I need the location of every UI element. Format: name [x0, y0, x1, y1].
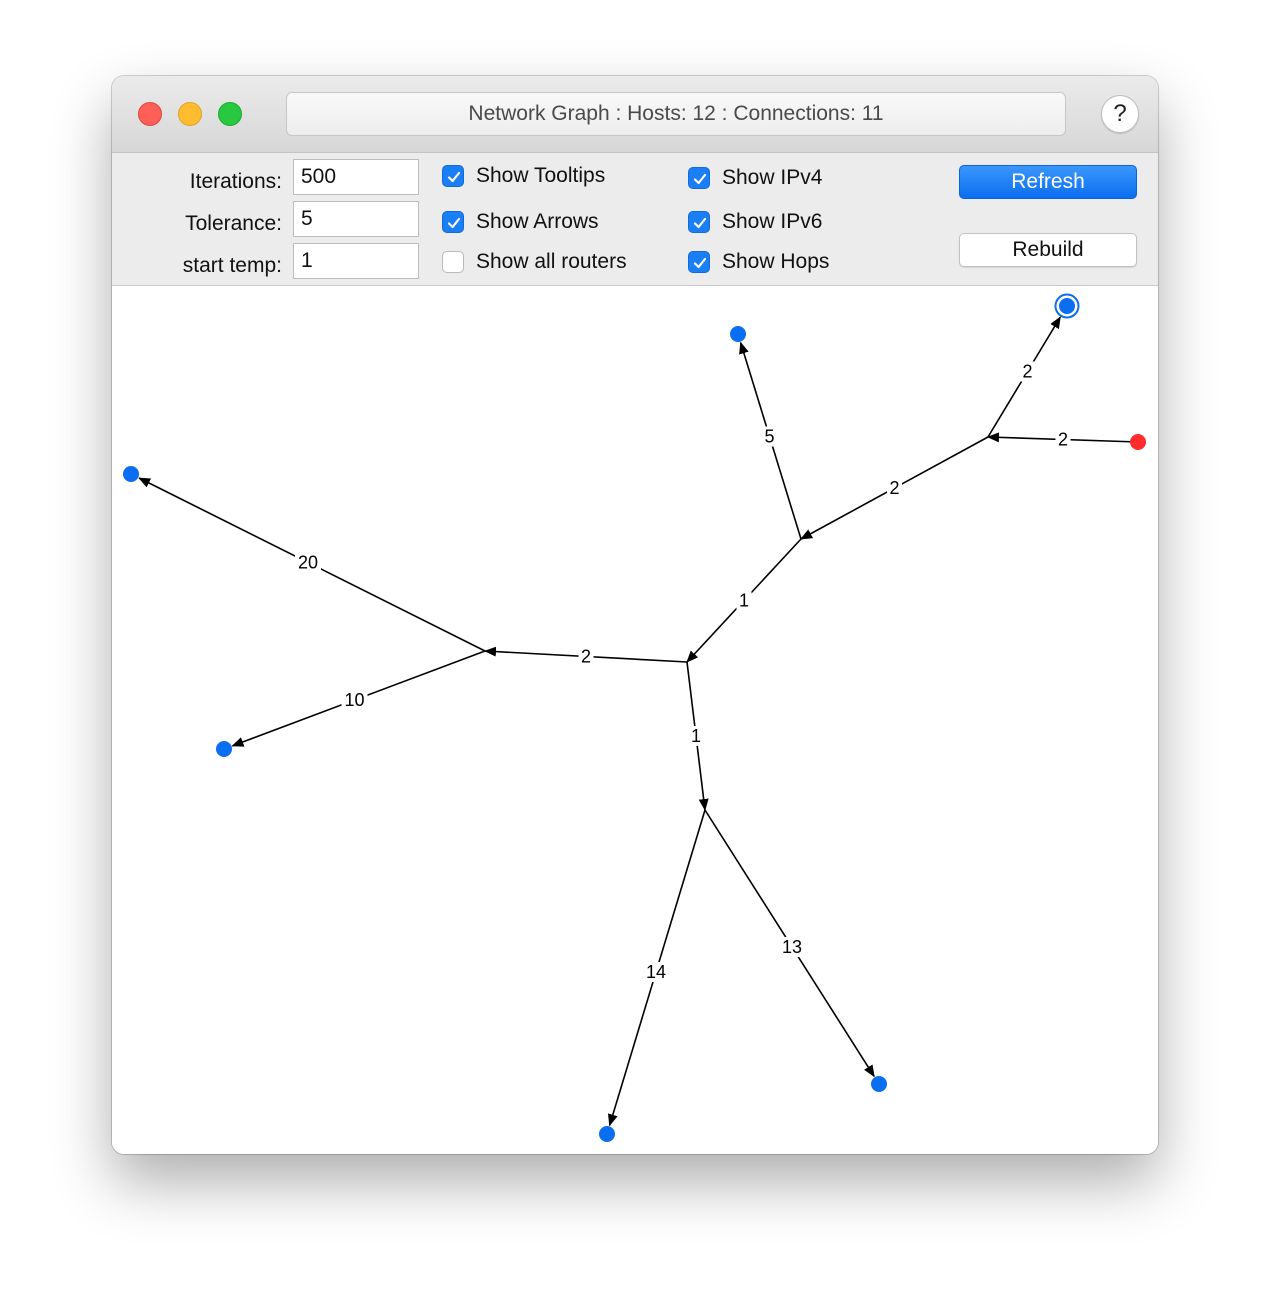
hop-count-label: 13 — [782, 937, 802, 957]
checkmark-icon — [693, 217, 707, 229]
hop-count-label: 1 — [739, 591, 749, 611]
start-temp-field[interactable]: 1 — [293, 243, 419, 279]
checkmark-icon — [447, 217, 461, 229]
hop-count-label: 5 — [764, 427, 774, 447]
start-temp-label: start temp: — [182, 254, 282, 277]
help-button[interactable]: ? — [1101, 95, 1139, 133]
hop-label-background — [341, 690, 368, 710]
hop-label-background — [779, 937, 805, 957]
selected-host-node[interactable] — [1059, 298, 1075, 314]
checkbox-box[interactable] — [442, 211, 464, 233]
hop-label-background — [762, 426, 777, 447]
hop-label-background — [1020, 361, 1035, 382]
show-all-routers-label: Show all routers — [476, 250, 627, 273]
hop-count-label: 1 — [691, 726, 701, 746]
refresh-button[interactable]: Refresh — [959, 165, 1137, 199]
network-graph[interactable]: 2 2 2 5 1 2 20 10 1 14 13 — [112, 286, 1158, 1154]
hop-count-label: 14 — [646, 962, 666, 982]
checkbox-box[interactable] — [688, 251, 710, 273]
hop-label-background — [736, 590, 752, 611]
checkbox-box[interactable] — [442, 251, 464, 273]
checkmark-icon — [447, 171, 461, 183]
hop-count-label: 2 — [1058, 430, 1068, 450]
rebuild-button[interactable]: Rebuild — [959, 233, 1137, 267]
close-window-button[interactable] — [138, 102, 162, 126]
show-arrows-label: Show Arrows — [476, 210, 599, 233]
hop-label-background — [295, 552, 321, 573]
hop-label-background — [887, 478, 902, 498]
graph-canvas[interactable]: 2 2 2 5 1 2 20 10 1 14 13 — [112, 286, 1158, 1154]
hop-label-background — [643, 962, 669, 982]
hop-label-background — [1055, 429, 1071, 450]
checkbox-box[interactable] — [688, 167, 710, 189]
checkbox-box[interactable] — [688, 211, 710, 233]
checkmark-icon — [693, 257, 707, 269]
hop-count-label: 20 — [298, 553, 318, 573]
host-node[interactable] — [599, 1126, 615, 1142]
iterations-label: Iterations: — [189, 170, 282, 193]
host-node[interactable] — [123, 466, 139, 482]
title-bar[interactable]: Network Graph : Hosts: 12 : Connections:… — [112, 76, 1158, 153]
hop-count-label: 2 — [889, 478, 899, 498]
minimize-window-button[interactable] — [178, 102, 202, 126]
window-title: Network Graph : Hosts: 12 : Connections:… — [286, 92, 1066, 136]
host-node[interactable] — [871, 1076, 887, 1092]
hop-label-background — [688, 726, 704, 746]
hop-count-label: 2 — [1022, 362, 1032, 382]
zoom-window-button[interactable] — [218, 102, 242, 126]
local-host-node[interactable] — [1130, 434, 1146, 450]
iterations-field[interactable]: 500 — [293, 159, 419, 195]
tolerance-field[interactable]: 5 — [293, 201, 419, 237]
show-ipv4-label: Show IPv4 — [722, 166, 823, 189]
tolerance-label: Tolerance: — [185, 212, 282, 235]
show-tooltips-label: Show Tooltips — [476, 164, 606, 187]
host-node[interactable] — [216, 741, 232, 757]
hop-label-background — [578, 646, 594, 667]
show-ipv6-label: Show IPv6 — [722, 210, 823, 233]
hop-count-label: 2 — [581, 647, 591, 667]
network-graph-window: Network Graph : Hosts: 12 : Connections:… — [112, 76, 1158, 1154]
host-node[interactable] — [730, 326, 746, 342]
show-hops-label: Show Hops — [722, 250, 830, 273]
settings-toolbar: Iterations: 500 Tolerance: 5 start temp:… — [112, 153, 1158, 286]
checkbox-box[interactable] — [442, 165, 464, 187]
hop-count-label: 10 — [344, 690, 364, 710]
checkmark-icon — [693, 173, 707, 185]
